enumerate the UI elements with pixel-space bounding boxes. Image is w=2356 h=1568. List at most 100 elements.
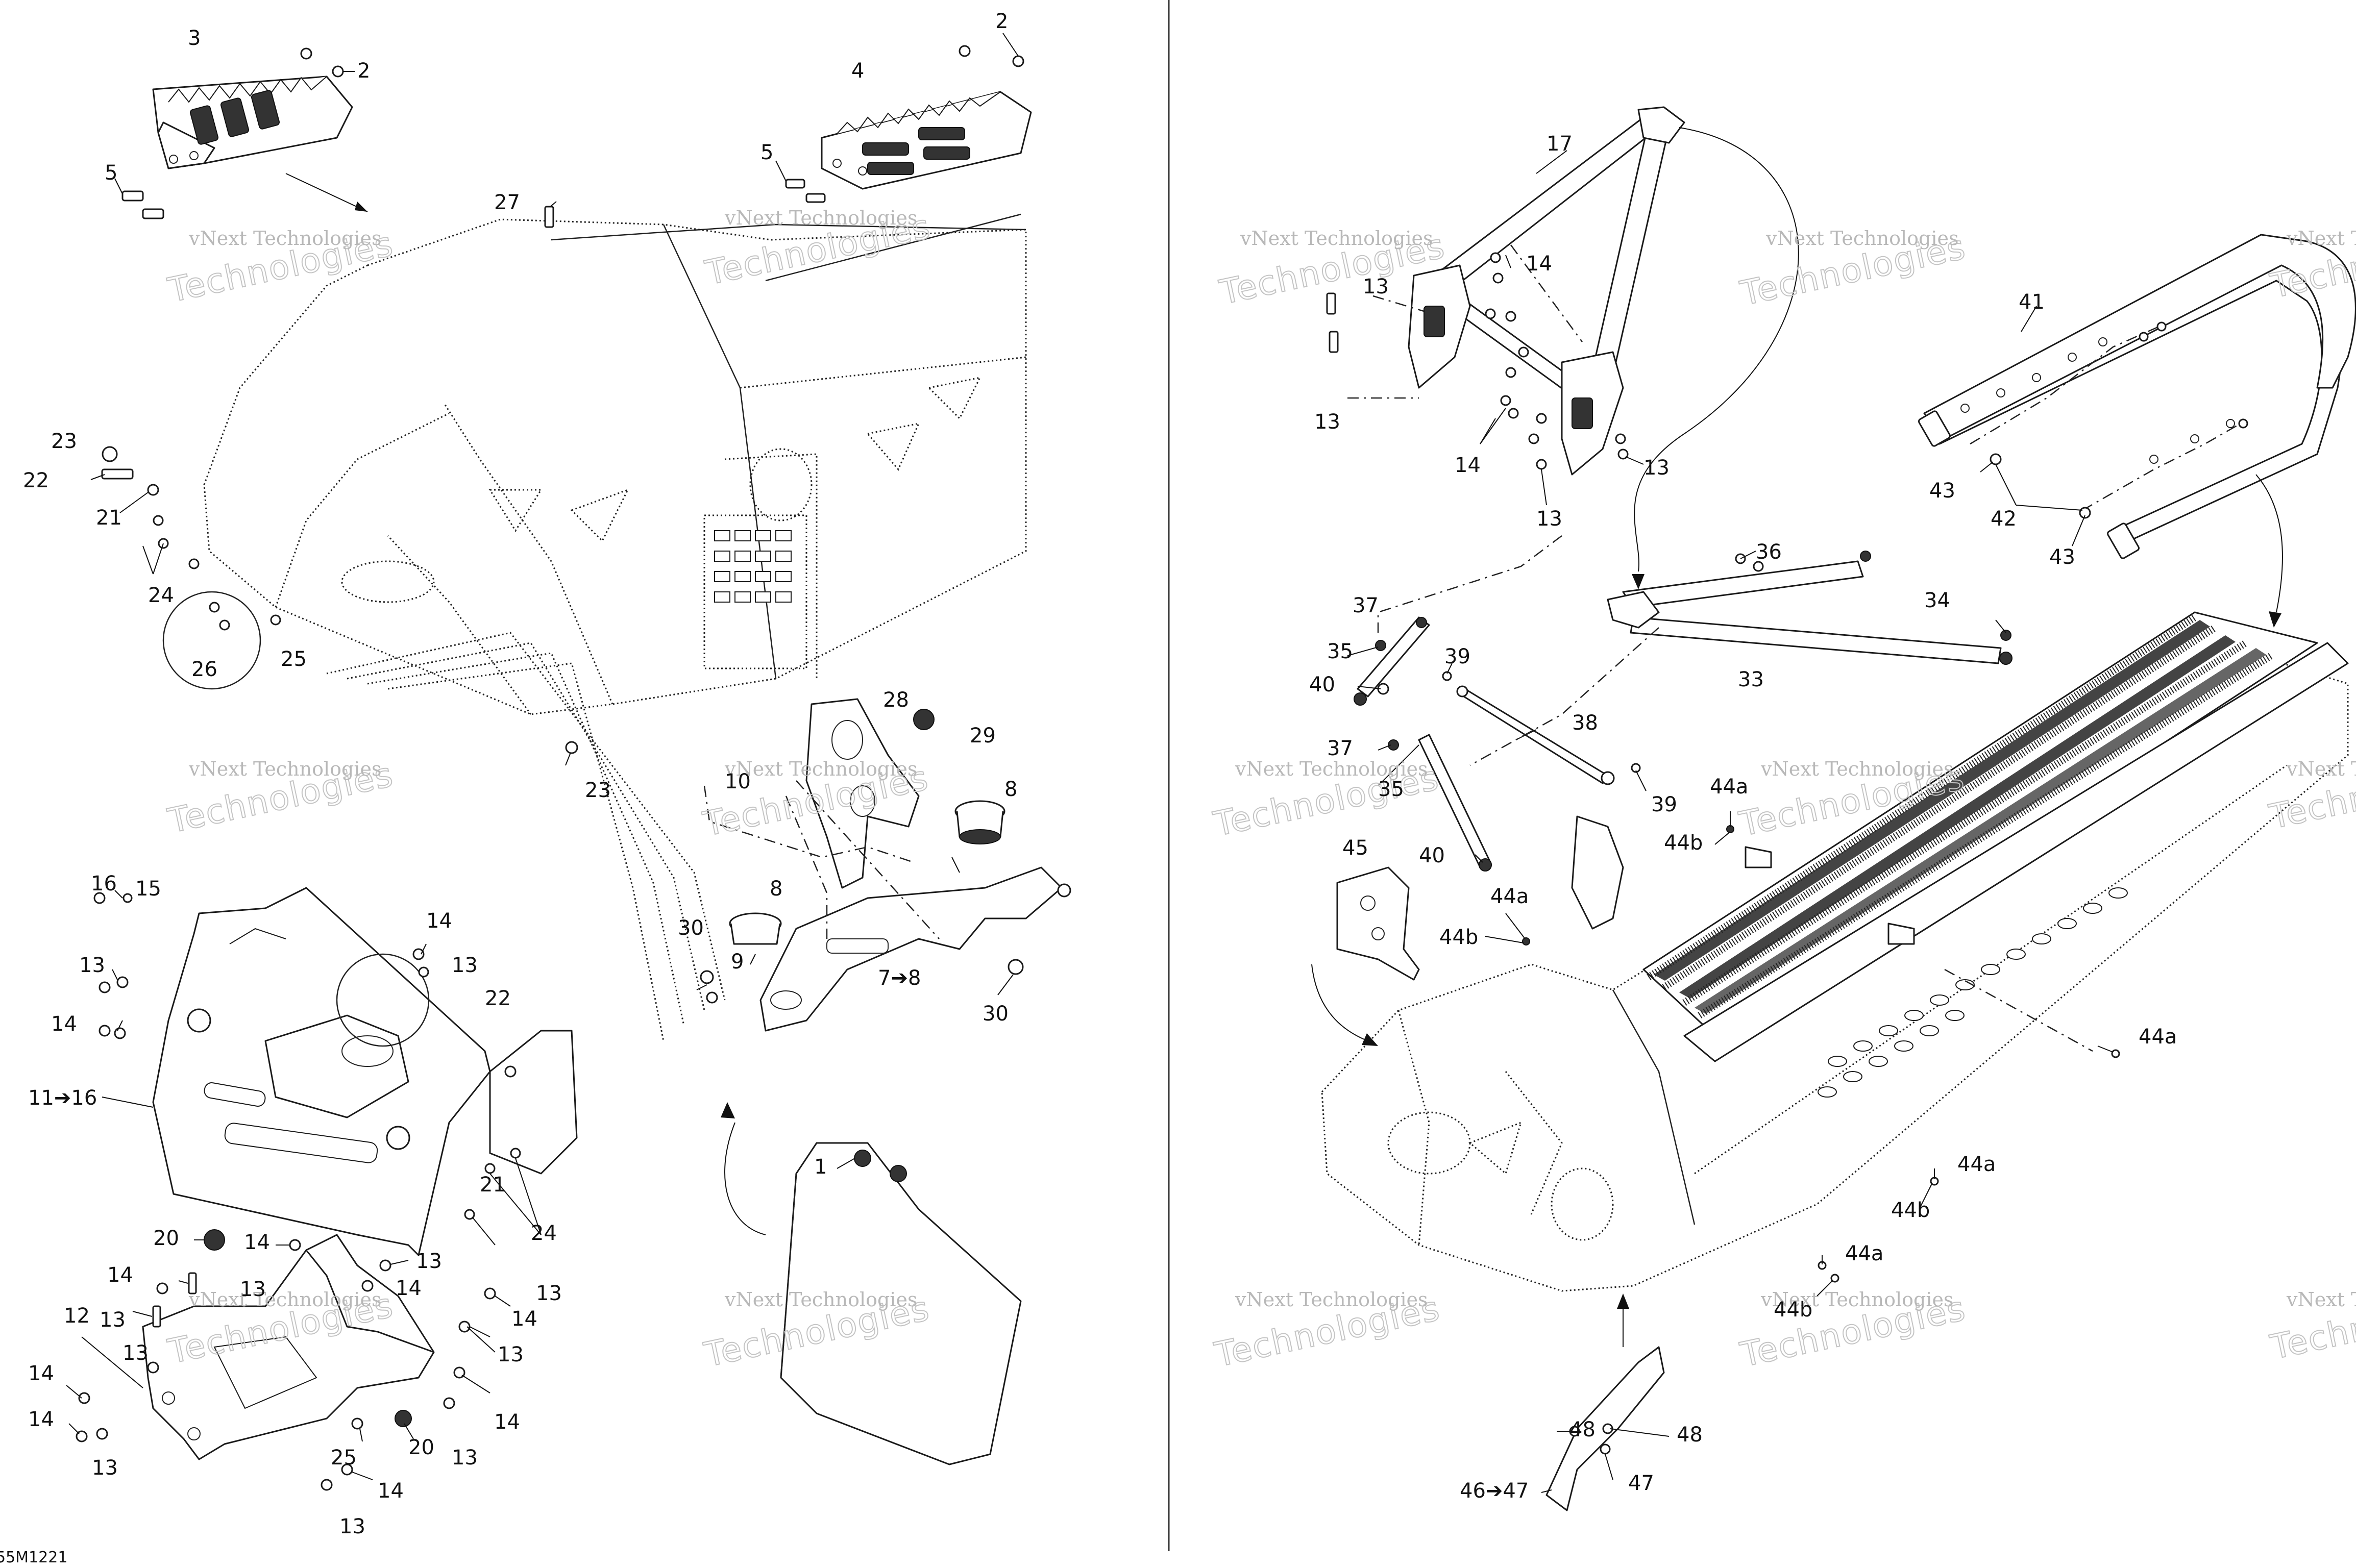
callout-23: 23	[51, 430, 77, 453]
fasteners-parts-13-16	[93, 892, 521, 1220]
callout-30: 30	[678, 916, 704, 940]
callout-14: 14	[107, 1263, 133, 1287]
callout-35: 35	[1327, 640, 1353, 663]
watermark-small: vNext Technologies	[724, 207, 917, 229]
callout-25: 25	[331, 1446, 357, 1470]
callout-20: 20	[408, 1436, 434, 1459]
callout-30: 30	[983, 1002, 1009, 1026]
callout-14: 14	[426, 909, 452, 933]
callout-13: 13	[536, 1282, 562, 1305]
callout-15: 15	[135, 877, 161, 901]
callout-9: 9	[731, 950, 744, 974]
callout-28: 28	[883, 688, 909, 712]
callout-13: 13	[1363, 275, 1389, 298]
callout-14: 14	[378, 1479, 404, 1503]
watermark-small: vNext Technologies	[188, 1288, 381, 1311]
rod-part-38	[1456, 685, 1615, 785]
callout-45: 45	[1342, 836, 1368, 860]
callout-14: 14	[1455, 454, 1481, 477]
callout-43: 43	[2049, 545, 2075, 569]
callout-47: 47	[1628, 1472, 1654, 1495]
callout-29: 29	[970, 724, 996, 748]
callout-13: 13	[1536, 507, 1562, 531]
callout-1: 1	[814, 1155, 827, 1179]
callout-46-to-47: 46➔47	[1460, 1479, 1529, 1503]
callout-16: 16	[91, 872, 117, 895]
callout-40: 40	[1309, 673, 1335, 696]
callout-3: 3	[188, 27, 201, 50]
screws-part-5-left	[114, 178, 164, 219]
callout-44a: 44a	[1957, 1153, 1996, 1176]
callout-13: 13	[452, 954, 478, 977]
watermark-small: vNext Technologies	[1760, 1288, 1953, 1311]
bracket-part-28	[805, 698, 920, 889]
callout-14: 14	[51, 1012, 77, 1036]
callout-11-to-16: 11➔16	[28, 1086, 97, 1110]
watermark-small: vNext Technologies	[2286, 1288, 2356, 1311]
nuts-part-30-and-9	[700, 883, 1071, 1004]
fuel-tank-part-1	[780, 1142, 1022, 1465]
steering-bracket-part-12	[142, 1234, 435, 1460]
watermark-small: vNext Technologies	[1235, 758, 1428, 780]
callout-42: 42	[1991, 507, 2017, 531]
callout-13: 13	[498, 1343, 524, 1366]
callout-2: 2	[357, 59, 370, 83]
bracket-part-7	[759, 866, 1063, 1032]
callout-14: 14	[244, 1231, 270, 1254]
callout-13: 13	[339, 1515, 365, 1538]
watermark-small: vNext Technologies	[724, 758, 917, 780]
tunnel-side-slots	[1818, 887, 2128, 1098]
heat-exchanger-fins	[1647, 614, 2273, 1018]
callout-10: 10	[725, 770, 751, 793]
watermark-small: vNext Technologies	[1765, 227, 1958, 250]
callout-34: 34	[1924, 589, 1950, 612]
watermark-small: vNext Technologies	[188, 758, 381, 780]
callout-44b: 44b	[1891, 1199, 1930, 1222]
callout-44b: 44b	[1439, 926, 1478, 949]
callout-35: 35	[1378, 778, 1404, 801]
callout-37: 37	[1327, 737, 1353, 760]
steering-support-part-17	[1408, 106, 1685, 476]
callout-5: 5	[105, 161, 117, 185]
rod-part-35-upper	[1354, 616, 1430, 706]
footrest-left-part-3	[152, 76, 353, 169]
bolt-part-27	[544, 206, 554, 228]
callout-39: 39	[1444, 645, 1470, 668]
callout-13: 13	[100, 1308, 126, 1332]
slide-part-46	[1545, 1346, 1665, 1511]
callout-17: 17	[1547, 132, 1573, 156]
leader-lines-left-frame	[90, 201, 571, 766]
callout-14: 14	[511, 1307, 537, 1331]
callout-48: 48	[1569, 1418, 1596, 1441]
screws-part-5-right	[775, 160, 826, 203]
callout-14: 14	[1526, 252, 1552, 276]
callout-24: 24	[531, 1222, 557, 1245]
callout-14: 14	[28, 1408, 54, 1431]
leader-lines-tunnel	[1485, 811, 2114, 1297]
callout-13: 13	[416, 1250, 442, 1273]
callout-26: 26	[191, 658, 217, 681]
callout-14: 14	[494, 1410, 520, 1434]
callout-44a: 44a	[1490, 885, 1529, 908]
callout-4: 4	[851, 59, 864, 83]
footrest-right-part-4	[821, 91, 1032, 190]
callout-44b: 44b	[1664, 831, 1703, 855]
watermark-small: vNext Technologies	[2286, 227, 2356, 250]
bumper-fasteners-42-43	[1970, 321, 2248, 519]
leader-lines-bulkhead	[102, 890, 542, 1246]
callout-14: 14	[28, 1362, 54, 1385]
watermark-small: vNext Technologies	[1235, 1288, 1428, 1311]
callout-43: 43	[1929, 479, 1955, 503]
watermark-small: vNext Technologies	[2286, 758, 2356, 780]
tunnel-with-heat-exchanger	[1321, 611, 2349, 1292]
small-hardware-34-36-37-39-40	[1375, 551, 2011, 773]
screws-part-2-right	[959, 33, 1024, 67]
callout-13: 13	[1643, 456, 1670, 480]
watermark-small: vNext Technologies	[1760, 758, 1953, 780]
callout-40: 40	[1419, 844, 1445, 867]
fasteners-parts-13-14-20-25	[76, 1229, 496, 1491]
callout-13: 13	[79, 954, 105, 977]
leader-lines-bracket-12	[66, 1239, 511, 1480]
callout-27: 27	[494, 191, 520, 214]
tunnel-vent-holes	[714, 530, 792, 603]
